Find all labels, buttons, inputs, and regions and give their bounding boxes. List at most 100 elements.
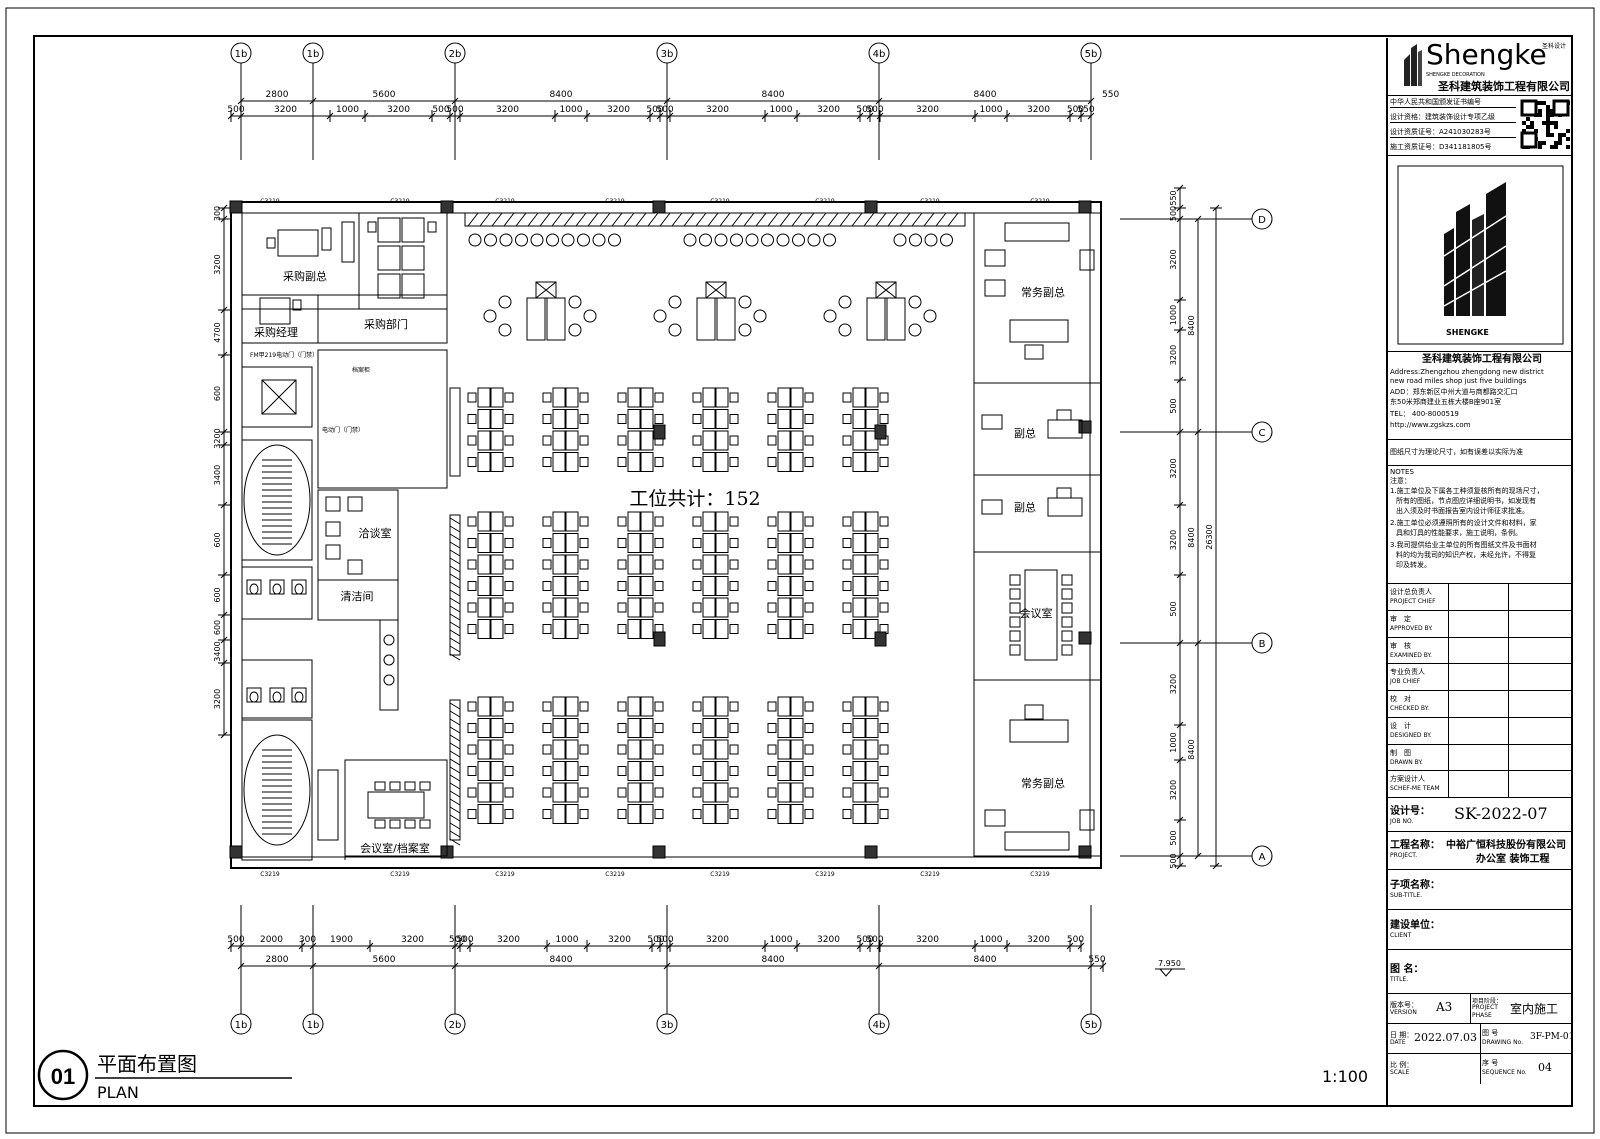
dim-text: 3200 <box>1169 249 1178 269</box>
workstation-desk <box>552 430 566 451</box>
scale-en: SCALE <box>1390 1069 1410 1076</box>
qr-module <box>1542 141 1546 145</box>
chair <box>730 233 743 247</box>
workstation-chair <box>542 435 552 446</box>
qr-module <box>1526 117 1530 121</box>
workstation-desk <box>565 387 579 408</box>
workstation-chair <box>542 392 552 403</box>
dim-text: 1000 <box>980 105 1003 115</box>
workstation-desk <box>715 739 729 760</box>
signature-role-en: EXAMINED BY. <box>1390 651 1432 659</box>
workstation-chair <box>654 516 664 527</box>
signature-divider <box>1448 664 1449 690</box>
signature-divider <box>1508 771 1509 797</box>
workstation-desk <box>715 576 729 596</box>
workstation-chair <box>617 559 627 570</box>
workstation-desk <box>552 761 566 781</box>
chair-square <box>419 781 431 791</box>
toilet-stall <box>291 687 307 703</box>
file-cabinet-label: 档案柜 <box>352 366 370 374</box>
workstation-desk <box>640 718 654 738</box>
workstation-chair <box>692 538 702 548</box>
window-hatch <box>827 212 839 227</box>
workstation-desk <box>401 217 425 243</box>
chair-square <box>404 819 416 829</box>
qr-module <box>1566 137 1570 141</box>
workstation-chair <box>879 602 889 613</box>
workstation-desk <box>640 576 654 596</box>
workstation-chair <box>842 435 852 446</box>
workstation-desk <box>627 619 641 639</box>
qr-module <box>1550 109 1554 113</box>
window-hatch <box>563 212 575 227</box>
dim-text: 3200 <box>213 254 222 274</box>
signature-divider <box>1508 691 1509 717</box>
workstation-desk <box>640 430 654 451</box>
brand-sub: SHENGKE DECORATION <box>1426 72 1485 78</box>
chair <box>483 309 497 323</box>
qr-module <box>1538 141 1542 145</box>
chair-square <box>1056 487 1072 499</box>
qr-finder <box>1552 99 1570 117</box>
workstation-desk <box>477 696 491 717</box>
workstation-chair <box>842 744 852 755</box>
qr-module <box>1566 129 1570 133</box>
workstation-chair <box>729 392 739 403</box>
workstation-chair <box>842 723 852 733</box>
workstation-desk <box>865 430 879 451</box>
workstation-chair <box>767 624 777 634</box>
workstation-chair <box>692 414 702 424</box>
workstation-chair <box>879 392 889 403</box>
door-label: 电动门（门禁） <box>322 426 364 434</box>
workstation-desk <box>552 696 566 717</box>
workstation-chair <box>654 787 664 798</box>
workstation-desk <box>715 554 729 575</box>
workstation-desk <box>640 739 654 760</box>
workstation-desk <box>401 245 425 271</box>
workstation-desk <box>702 597 716 618</box>
toilet-room-bottom <box>241 659 313 719</box>
qr-module <box>1550 113 1554 117</box>
workstation-desk <box>477 430 491 451</box>
grid-label: 3b <box>661 1020 674 1031</box>
workstation-chair <box>504 787 514 798</box>
chair-square <box>1024 344 1044 360</box>
workstation-desk <box>715 696 729 717</box>
chair <box>753 309 767 323</box>
chair <box>498 295 512 309</box>
window-hatch <box>647 212 659 227</box>
workstation-chair <box>692 723 702 733</box>
chair-square <box>321 227 332 251</box>
qr-module <box>1538 113 1542 117</box>
workstation-desk <box>865 387 879 408</box>
workstation-chair <box>767 392 777 403</box>
workstation-desk <box>640 696 654 717</box>
workstation-chair <box>879 744 889 755</box>
workstation-chair <box>654 414 664 424</box>
chair <box>577 233 590 247</box>
workstation-chair <box>804 516 814 527</box>
workstation-desk <box>702 409 716 429</box>
project-en: PROJECT. <box>1390 852 1418 859</box>
workstation-chair <box>654 723 664 733</box>
dim-text: 3200 <box>496 105 519 115</box>
chair <box>592 233 606 247</box>
workstation-chair <box>692 701 702 712</box>
workstation-desk <box>477 554 491 575</box>
workstation-desk <box>852 387 866 408</box>
dim-text: 500 <box>1169 601 1178 616</box>
workstation-chair <box>654 701 664 712</box>
workstation-chair <box>804 457 814 467</box>
dim-text: 3200 <box>706 935 729 945</box>
dim-text: 500 <box>456 935 473 945</box>
chair-square <box>1061 602 1073 614</box>
note-line: 料的均为我司的知识产权，未经允许，不得复 <box>1396 551 1536 559</box>
workstation-desk <box>852 597 866 618</box>
workstation-desk <box>565 554 579 575</box>
workstation-desk <box>565 761 579 781</box>
workstation-chair <box>504 559 514 570</box>
dim-text: 3200 <box>916 105 939 115</box>
workstation-chair <box>767 809 777 819</box>
